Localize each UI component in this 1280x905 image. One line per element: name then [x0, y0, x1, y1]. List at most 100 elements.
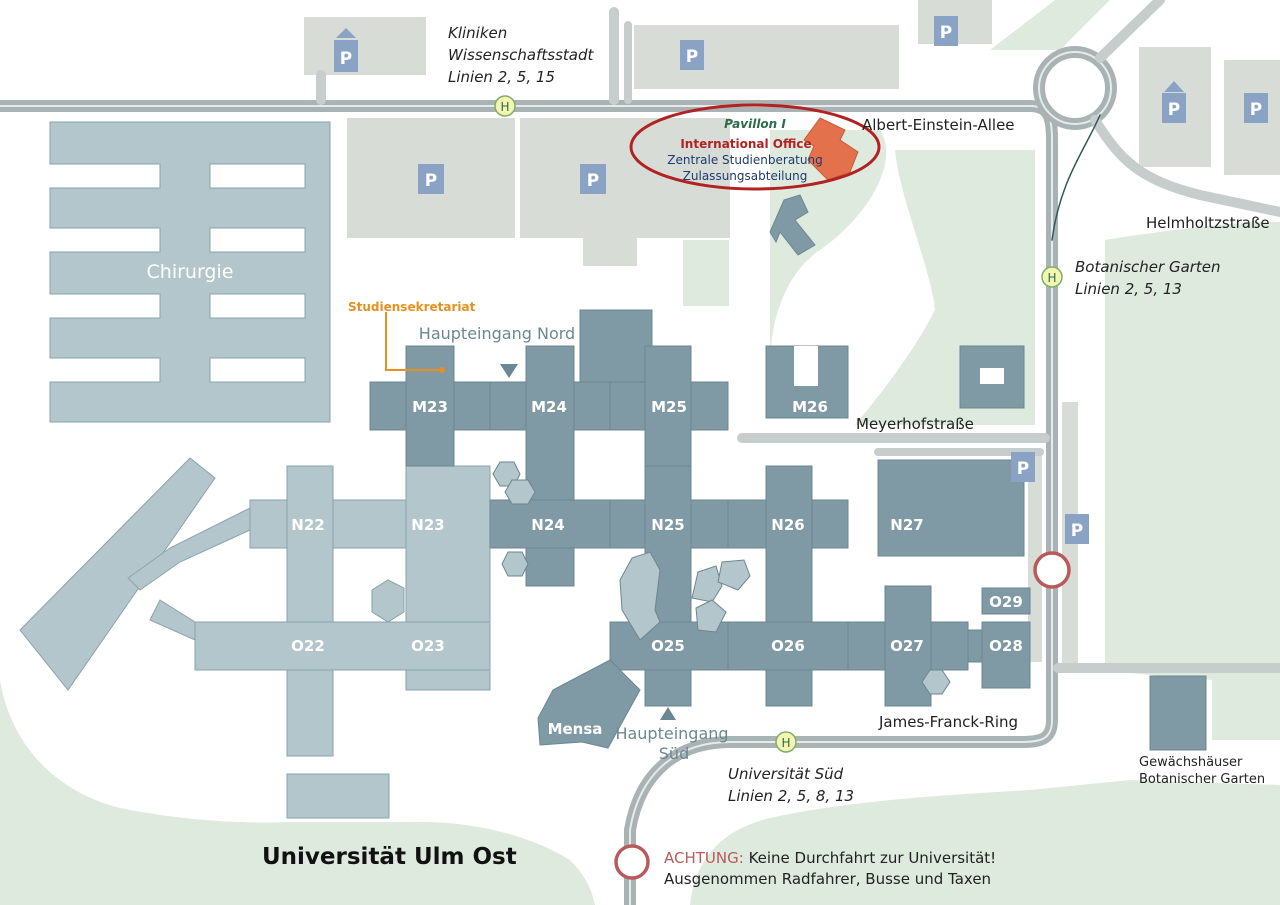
label-pavillon: Pavillon I: [724, 117, 786, 131]
label-o28: O28: [989, 637, 1023, 655]
building-gewaechshaeuser[interactable]: [1149, 675, 1207, 751]
map-title: Universität Ulm Ost: [262, 844, 517, 870]
label-stop-kliniken-2: Wissenschaftsstadt: [448, 46, 595, 64]
building-o29[interactable]: [981, 587, 1031, 615]
svg-text:P: P: [686, 47, 698, 67]
label-o22: O22: [291, 637, 325, 655]
green-area-east: [1105, 221, 1280, 740]
international-office-highlight: [629, 103, 881, 191]
road-helmholtz: [1090, 115, 1280, 217]
studiensekretariat-dot: [439, 367, 445, 373]
building-pavillon-block[interactable]: [769, 194, 816, 256]
svg-text:P: P: [587, 171, 599, 191]
arrow-down-icon: [500, 364, 518, 378]
building-mensa[interactable]: [537, 659, 641, 749]
label-meyerhofstrasse: Meyerhofstraße: [856, 415, 974, 433]
label-stop-botanischer-1: Botanischer Garten: [1075, 258, 1221, 276]
label-m25: M25: [651, 398, 687, 416]
svg-text:P: P: [1071, 521, 1083, 541]
green-area-south: [690, 780, 1280, 905]
parking-area-kliniken: [304, 17, 426, 75]
label-gewaechshaeuser-1: Gewächshäuser: [1139, 755, 1243, 770]
label-haupteingang-nord: Haupteingang Nord: [419, 324, 575, 343]
bus-stop-icon: [494, 95, 516, 117]
label-o23: O23: [411, 637, 445, 655]
label-o27: O27: [890, 637, 924, 655]
label-stop-uni-sued-1: Universität Süd: [728, 765, 844, 783]
road-to-north: [1095, 0, 1165, 63]
parking-icon: P: [1065, 514, 1089, 544]
parking-strip-east2: [1028, 452, 1042, 662]
parking-icon: P: [418, 164, 444, 194]
label-zulassungsabteilung: Zulassungsabteilung: [683, 169, 808, 183]
label-o29: O29: [989, 593, 1023, 611]
svg-text:P: P: [1250, 100, 1262, 120]
parking-areas: [304, 0, 1280, 664]
building-small-south[interactable]: [286, 773, 390, 819]
label-mensa: Mensa: [548, 720, 603, 738]
svg-text:P: P: [425, 171, 437, 191]
parking-icon: P: [334, 28, 358, 72]
label-international-office: International Office: [680, 137, 811, 151]
bus-stop-icon: [1041, 266, 1063, 288]
arrow-up-icon: [660, 707, 676, 720]
green-area-small: [683, 240, 729, 306]
svg-text:H: H: [500, 100, 509, 114]
connector-round: [371, 579, 405, 623]
bus-stop-universitaet-sued[interactable]: H: [775, 731, 797, 753]
label-chirurgie: Chirurgie: [147, 261, 234, 283]
label-m24: M24: [531, 398, 567, 416]
parking-area-p2-ext: [583, 210, 637, 266]
svg-text:P: P: [940, 23, 952, 43]
label-helmholtzstrasse: Helmholtzstraße: [1146, 214, 1270, 232]
svg-text:P: P: [340, 49, 352, 69]
east-center-window: [980, 368, 1004, 384]
notice-line-1-rest: Keine Durchfahrt zur Universität!: [744, 849, 996, 867]
west-complex: [19, 457, 491, 819]
label-m26: M26: [792, 398, 828, 416]
m26-notch: [794, 346, 818, 386]
label-studiensekretariat: Studiensekretariat: [348, 300, 476, 314]
building-west-wing[interactable]: [19, 457, 216, 691]
label-james-franck-ring: James-Franck-Ring: [878, 713, 1018, 731]
label-stop-botanischer-2: Linien 2, 5, 13: [1075, 280, 1182, 298]
label-o26: O26: [771, 637, 805, 655]
svg-text:H: H: [1047, 271, 1056, 285]
building-o26[interactable]: [727, 621, 849, 671]
parking-icon: P: [1244, 93, 1268, 123]
building-o28[interactable]: [981, 621, 1031, 689]
building-o22[interactable]: [194, 621, 491, 671]
label-n26: N26: [771, 516, 804, 534]
label-m23: M23: [412, 398, 448, 416]
notice-warning-word: ACHTUNG:: [664, 849, 744, 867]
label-n27: N27: [890, 516, 923, 534]
building-chirurgie[interactable]: [49, 121, 331, 423]
no-entry-icon: [614, 844, 650, 880]
label-albert-einstein-allee: Albert-Einstein-Allee: [862, 116, 1015, 134]
building-n24[interactable]: [489, 499, 611, 549]
label-o25: O25: [651, 637, 685, 655]
road-tram-link: [1051, 114, 1101, 241]
parking-icon: P: [1162, 81, 1186, 123]
label-stop-kliniken-1: Kliniken: [448, 24, 507, 42]
svg-text:P: P: [1168, 100, 1180, 120]
building-n27[interactable]: [877, 459, 1025, 557]
label-stop-kliniken-3: Linien 2, 5, 15: [448, 68, 555, 86]
label-zentrale-studienberatung: Zentrale Studienberatung: [667, 153, 822, 167]
label-n25: N25: [651, 516, 684, 534]
svg-text:H: H: [781, 736, 790, 750]
parking-icon: P: [680, 40, 704, 70]
studiensekretariat-pointer: [385, 312, 442, 371]
main-complex: [369, 194, 1207, 751]
bus-stop-kliniken[interactable]: H: [494, 95, 516, 117]
label-haupteingang-sued-2: Süd: [659, 744, 689, 763]
parking-icon: P: [934, 16, 958, 46]
label-stop-uni-sued-2: Linien 2, 5, 8, 13: [728, 787, 854, 805]
building-pavillon-i[interactable]: [803, 117, 859, 181]
bus-stop-botanischer-garten[interactable]: H: [1041, 266, 1063, 288]
notice-line-2: Ausgenommen Radfahrer, Busse und Taxen: [664, 870, 991, 888]
parking-icon: P: [1011, 452, 1035, 482]
